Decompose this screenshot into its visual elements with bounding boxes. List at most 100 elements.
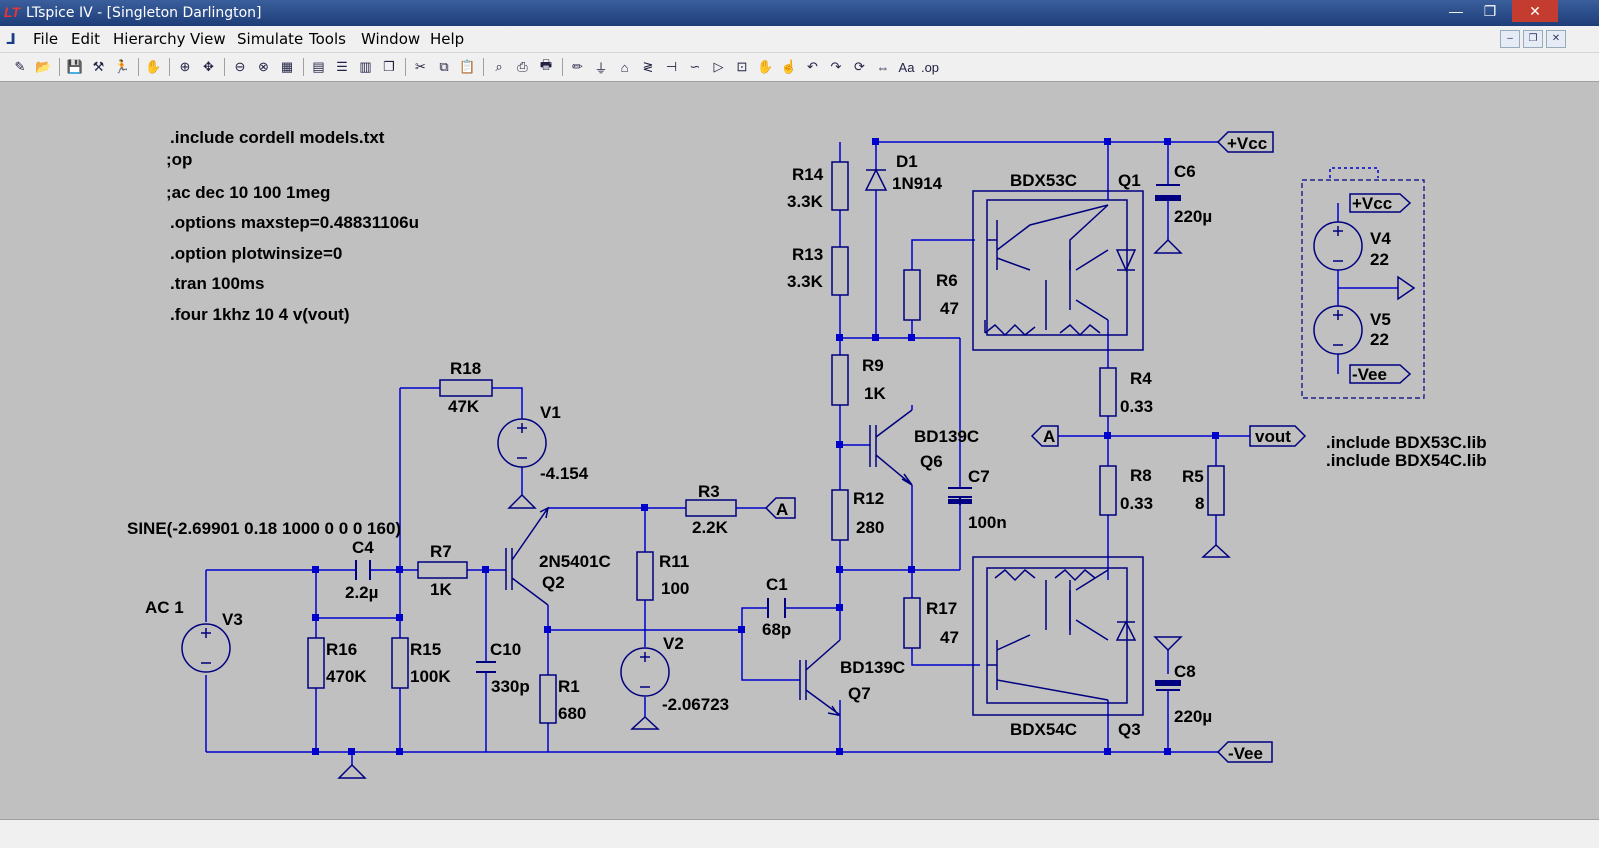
directive-include[interactable]: .include cordell models.txt	[170, 128, 385, 147]
control-panel-icon[interactable]: ⚒	[92, 59, 105, 74]
v2-source	[620, 647, 670, 697]
cascade-icon[interactable]: ❐	[383, 59, 395, 74]
directive-op[interactable]: ;op	[166, 150, 192, 169]
undo-icon[interactable]: ↶	[807, 59, 818, 74]
resistor-bodies	[307, 161, 1225, 724]
pan-icon[interactable]: ✥	[203, 59, 214, 74]
r4-name: R4	[1130, 369, 1152, 388]
new-schematic-icon[interactable]: ✎	[14, 59, 26, 74]
menu-view[interactable]: View	[190, 30, 226, 48]
directive-tran[interactable]: .tran 100ms	[170, 274, 265, 293]
vout-flag	[1249, 425, 1307, 447]
diode-icon[interactable]: ▷	[713, 59, 724, 74]
r16-body	[307, 637, 325, 689]
r17-name: R17	[926, 599, 957, 618]
r16-value: 470K	[326, 667, 367, 686]
text-icon[interactable]: Aa	[898, 59, 915, 75]
mdi-close-button[interactable]: ✕	[1546, 30, 1566, 48]
window-title: LTspice IV - [Singleton Darlington]	[26, 5, 262, 21]
mdi-restore-button[interactable]: ❐	[1523, 30, 1543, 48]
halt-icon[interactable]: ✋	[145, 59, 162, 74]
paste-icon[interactable]: 📋	[459, 59, 476, 74]
capacitor-icon[interactable]: ⊣	[665, 59, 678, 74]
c7-value: 100n	[968, 513, 1007, 532]
c4-name: C4	[352, 538, 374, 557]
r11-value: 100	[661, 579, 689, 598]
c4-value: 2.2µ	[345, 583, 378, 602]
menu-edit[interactable]: Edit	[71, 30, 101, 48]
ground-icon[interactable]: ⏚	[594, 60, 608, 76]
print-setup-icon[interactable]: ⎙	[517, 59, 528, 74]
directive-options[interactable]: .options maxstep=0.48831106u	[170, 213, 419, 232]
drag-icon[interactable]: ☝	[780, 59, 798, 74]
schematic-canvas[interactable]: .include cordell models.txt ;op ;ac dec …	[0, 82, 1599, 819]
tile-horizontal-icon[interactable]: ☰	[336, 59, 348, 74]
mdi-minimize-button[interactable]: –	[1500, 30, 1520, 48]
menu-simulate[interactable]: Simulate	[237, 30, 304, 48]
menu-hierarchy[interactable]: Hierarchy	[113, 30, 186, 48]
component-icon[interactable]: ⊡	[736, 59, 748, 74]
c10-value: 330p	[491, 677, 530, 696]
lib-include-54[interactable]: .include BDX54C.lib	[1326, 451, 1487, 470]
r12-name: R12	[853, 489, 884, 508]
q1-model: BDX53C	[1010, 171, 1077, 190]
autorange-icon[interactable]: ▦	[280, 59, 294, 74]
v4-value: 22	[1370, 250, 1389, 269]
title-bar: LT LTspice IV - [Singleton Darlington] —…	[0, 0, 1599, 26]
run-icon[interactable]: 🏃	[113, 59, 131, 74]
find-icon[interactable]: ⌕	[495, 59, 503, 74]
ground-symbols	[337, 238, 1231, 779]
r9-name: R9	[862, 356, 884, 375]
vcc-flag	[1216, 131, 1274, 153]
r4-body	[1099, 367, 1117, 417]
toolbar-separator	[137, 58, 139, 76]
menu-window[interactable]: Window	[361, 30, 421, 48]
zoom-in-icon[interactable]: ⊕	[179, 59, 191, 74]
inductor-icon[interactable]: ∽	[689, 59, 701, 74]
zoom-fit-icon[interactable]: ⊗	[258, 59, 269, 74]
menu-tools[interactable]: Tools	[309, 30, 346, 48]
ltspice-menu-icon[interactable]: ⅃	[6, 30, 16, 48]
c7-plates	[948, 487, 972, 498]
wire-icon[interactable]: ✏	[572, 59, 583, 74]
r6-value: 47	[940, 299, 959, 318]
menu-file[interactable]: File	[33, 30, 59, 48]
r3-value: 2.2K	[692, 518, 729, 537]
r15-name: R15	[410, 640, 441, 659]
minimize-button[interactable]: —	[1449, 3, 1463, 19]
grid-icon[interactable]: ▤	[312, 59, 325, 74]
directive-plotwinsize[interactable]: .option plotwinsize=0	[170, 244, 342, 263]
redo-icon[interactable]: ↷	[830, 59, 842, 74]
r15-body	[391, 637, 409, 689]
r1-body	[539, 674, 557, 724]
rotate-icon[interactable]: ⟳	[854, 59, 865, 74]
label-net-icon[interactable]: ⌂	[620, 59, 629, 75]
q2-symbol	[505, 506, 550, 606]
directive-four[interactable]: .four 1khz 10 4 v(vout)	[170, 305, 349, 324]
tile-vertical-icon[interactable]: ▥	[359, 59, 372, 74]
open-icon[interactable]: 📂	[35, 59, 52, 74]
copy-icon[interactable]: ⧉	[439, 59, 449, 74]
r13-body	[831, 246, 849, 296]
r16-name: R16	[326, 640, 357, 659]
menu-help[interactable]: Help	[430, 30, 465, 48]
c10-plates	[476, 661, 496, 673]
supply-wiring	[1329, 167, 1398, 374]
mirror-icon[interactable]: ⇔	[876, 59, 890, 75]
v2-name: V2	[663, 634, 684, 653]
zoom-out-icon[interactable]: ⊖	[234, 59, 246, 74]
lib-include-53[interactable]: .include BDX53C.lib	[1326, 433, 1487, 452]
move-icon[interactable]: ✋	[757, 59, 774, 74]
r18-value: 47K	[448, 397, 480, 416]
print-icon[interactable]: 🖶	[539, 57, 553, 72]
c8-name: C8	[1174, 662, 1196, 681]
vee-flag-supply	[1349, 364, 1412, 384]
save-icon[interactable]: 💾	[66, 59, 84, 74]
maximize-button[interactable]: ❐	[1483, 3, 1497, 19]
close-button[interactable]: ✕	[1512, 0, 1558, 22]
resistor-icon[interactable]: ≷	[642, 59, 654, 74]
directive-ac[interactable]: ;ac dec 10 100 1meg	[166, 183, 330, 202]
spice-directive-icon[interactable]: .op	[920, 59, 940, 75]
cut-icon[interactable]: ✂	[415, 59, 426, 74]
r5-value: 8	[1195, 494, 1204, 513]
